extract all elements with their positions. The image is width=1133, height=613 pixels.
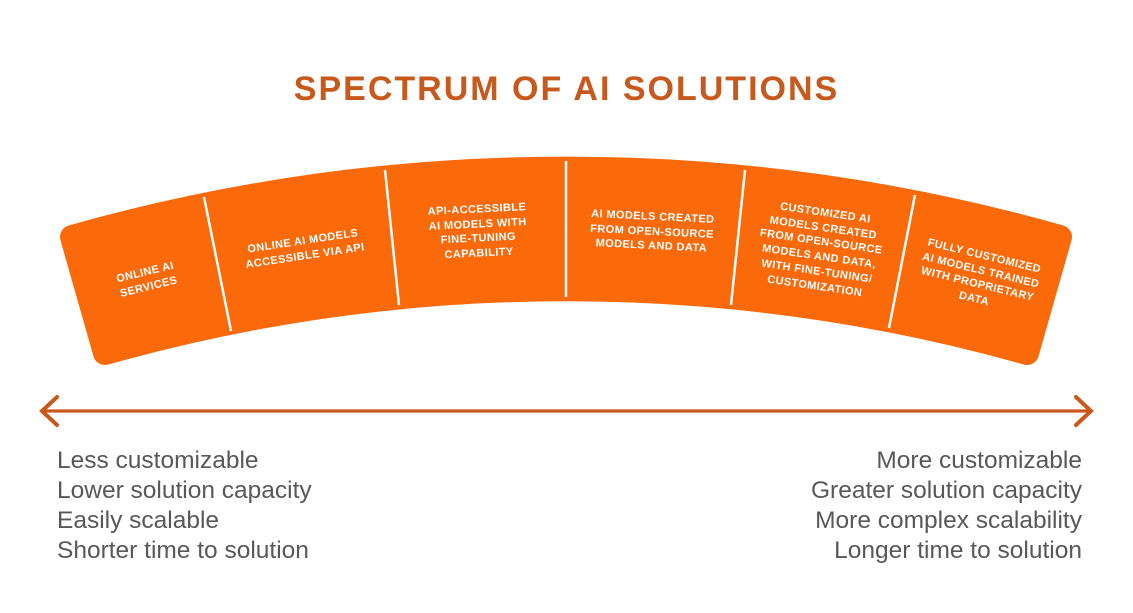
- axis-label-easily-scalable: Easily scalable: [57, 507, 220, 534]
- segment-label-api-accessible-fine-tuning: API-ACCESSIBLE AI MODELS WITH FINE-TUNIN…: [427, 201, 527, 262]
- segment-divider: [887, 194, 917, 329]
- axis-label-shorter-time: Shorter time to solution: [57, 537, 309, 564]
- segment-divider: [729, 169, 747, 306]
- axis-label-less-customizable: Less customizable: [57, 447, 259, 474]
- axis-label-longer-time: Longer time to solution: [834, 537, 1082, 564]
- segment-label-open-source-models: AI MODELS CREATED FROM OPEN-SOURCE MODEL…: [589, 207, 715, 256]
- axis-label-more-customizable: More customizable: [876, 447, 1082, 474]
- right-axis-labels: More customizable Greater solution capac…: [811, 446, 1082, 566]
- page-title: SPECTRUM OF AI SOLUTIONS: [293, 70, 840, 108]
- axis-arrow-left-head: [39, 395, 59, 427]
- left-axis-labels: Less customizable Lower solution capacit…: [57, 446, 312, 566]
- axis-label-lower-capacity: Lower solution capacity: [57, 477, 312, 504]
- axis-label-greater-capacity: Greater solution capacity: [811, 477, 1082, 504]
- segment-divider: [202, 196, 233, 332]
- segment-divider: [383, 169, 401, 306]
- spectrum-axis-arrow: [39, 395, 1094, 427]
- axis-label-complex-scalability: More complex scalability: [815, 507, 1082, 534]
- axis-arrow-right-head: [1074, 395, 1094, 427]
